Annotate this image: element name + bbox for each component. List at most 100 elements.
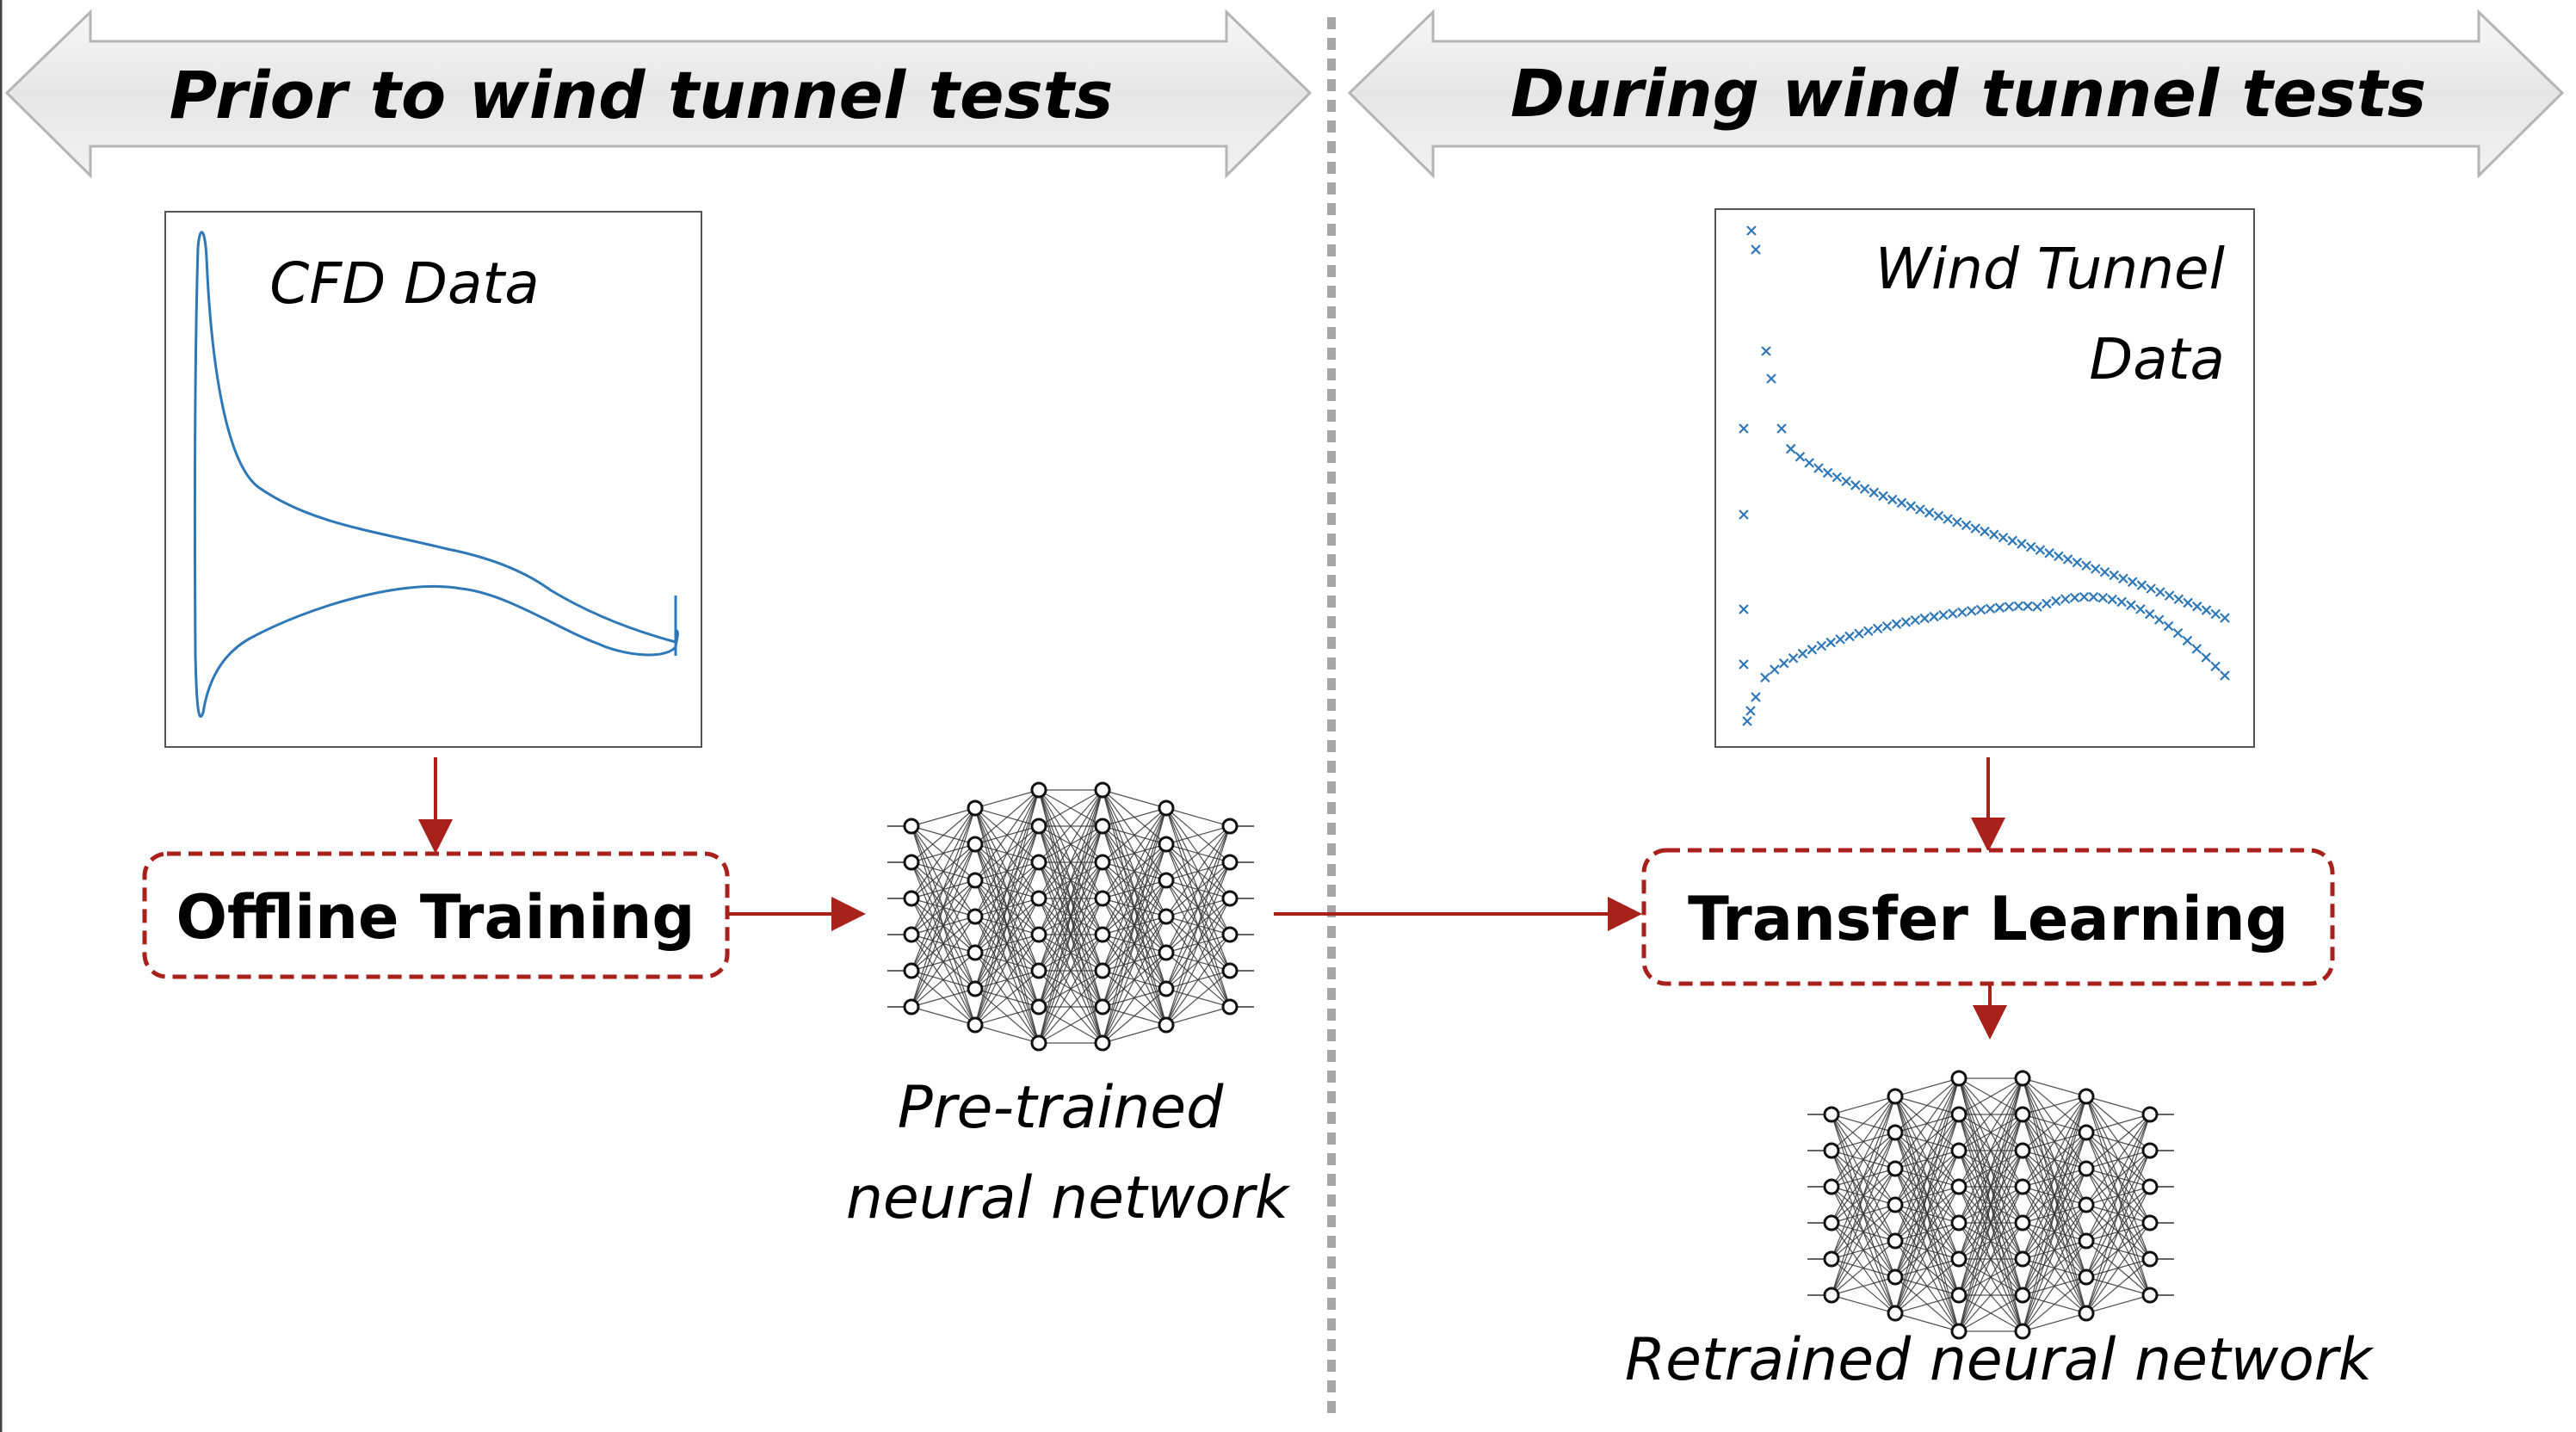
scatter-x-marker: [2220, 670, 2230, 681]
scatter-x-marker: [2109, 570, 2120, 581]
nn-edge: [2022, 1096, 2087, 1115]
nn-node: [1950, 1106, 1968, 1123]
nn-node: [1887, 1160, 1904, 1177]
banner-left: Prior to wind tunnel tests: [4, 9, 1313, 179]
nn-edge: [974, 898, 1040, 1026]
nn-node: [1094, 890, 1111, 907]
nn-node: [1030, 781, 1047, 799]
nn-node: [2078, 1088, 2095, 1105]
scatter-x-marker: [1863, 626, 1874, 636]
pretrained-caption-line2: neural network: [846, 1164, 1291, 1232]
nn-node: [2141, 1142, 2159, 1159]
scatter-x-marker: [2007, 535, 2018, 546]
nn-edge: [2022, 1276, 2087, 1332]
nn-node: [1030, 890, 1047, 907]
wind-tunnel-markers: [1739, 225, 2230, 726]
nn-edge: [1958, 1077, 2023, 1115]
nn-edge: [974, 789, 1040, 954]
scatter-x-marker: [2097, 592, 2109, 603]
scatter-x-marker: [1745, 706, 1756, 716]
scatter-x-marker: [2004, 602, 2015, 612]
nn-node: [1158, 872, 1175, 889]
nn-node: [1030, 854, 1047, 871]
nn-edge: [1165, 825, 1231, 954]
nn-node: [1158, 908, 1175, 925]
pretrained-caption-line1: Pre-trained: [898, 1074, 1224, 1142]
nn-edge: [974, 789, 1040, 845]
nn-edge: [1894, 1150, 1960, 1314]
nn-node: [1950, 1142, 1968, 1159]
nn-edge: [1102, 807, 1167, 1008]
nn-node: [1823, 1178, 1840, 1195]
nn-edge: [1102, 807, 1167, 935]
scatter-x-marker: [1785, 443, 1796, 454]
nn-node: [2014, 1250, 2031, 1268]
scatter-x-marker: [2153, 614, 2165, 625]
scatter-x-marker: [1760, 672, 1770, 683]
scatter-x-marker: [1929, 611, 1939, 622]
nn-node: [903, 998, 920, 1015]
nn-edge: [2085, 1096, 2151, 1115]
nn-edge: [1165, 934, 1231, 1026]
scatter-x-marker: [2146, 583, 2156, 594]
scatter-x-marker: [2107, 594, 2117, 605]
nn-node: [903, 818, 920, 835]
nn-node: [2078, 1124, 2095, 1141]
scatter-x-marker: [1872, 623, 1883, 634]
nn-node: [967, 872, 984, 889]
scatter-x-marker: [1900, 617, 1912, 627]
cfd-plot-frame: [164, 211, 702, 748]
scatter-x-marker: [1906, 501, 1916, 511]
nn-edge: [1831, 1096, 1896, 1224]
nn-node: [2078, 1196, 2095, 1213]
scatter-x-marker: [1739, 423, 1749, 434]
nn-edge: [911, 807, 976, 972]
nn-node: [903, 926, 920, 943]
scatter-x-marker: [1835, 634, 1845, 645]
scatter-x-marker: [2136, 580, 2147, 590]
scatter-x-marker: [1878, 491, 1888, 502]
nn-node: [1158, 1016, 1175, 1034]
scatter-x-marker: [1881, 620, 1893, 632]
wind-tunnel-data-panel: Wind Tunnel Data: [1714, 208, 2255, 748]
nn-edge: [1038, 1006, 1103, 1044]
scatter-x-marker: [2099, 566, 2110, 577]
wind-tunnel-label-line2: Data: [2089, 326, 2225, 392]
nn-node: [1823, 1214, 1840, 1231]
nn-edge: [1958, 1186, 2023, 1332]
nn-edge: [1831, 1132, 1896, 1296]
nn-node: [1823, 1250, 1840, 1268]
banner-right: During wind tunnel tests: [1347, 9, 2565, 179]
nn-edge: [2085, 1150, 2151, 1314]
scatter-x-marker: [1807, 645, 1818, 655]
nn-node: [2141, 1287, 2159, 1304]
nn-node: [1094, 854, 1111, 871]
scatter-x-marker: [1961, 520, 1972, 531]
scatter-x-marker: [1957, 607, 1968, 618]
scatter-x-marker: [1924, 507, 1935, 518]
nn-node: [2078, 1232, 2095, 1250]
nn-edge: [1102, 988, 1167, 1044]
nn-edge: [911, 880, 976, 1008]
scatter-x-marker: [1822, 467, 1833, 478]
nn-node: [2014, 1287, 2031, 1304]
nn-node: [1221, 854, 1239, 871]
nn-edge: [1958, 1294, 2023, 1332]
nn-edge: [2085, 1258, 2151, 1314]
scatter-x-marker: [1933, 510, 1944, 522]
nn-edge: [1102, 952, 1167, 1044]
scatter-x-marker: [2044, 547, 2054, 559]
nn-edge: [2022, 1132, 2087, 1332]
nn-node: [1094, 962, 1111, 979]
nn-edge: [974, 789, 1040, 1026]
nn-node: [1158, 836, 1175, 853]
scatter-x-marker: [2060, 594, 2071, 604]
nn-node: [1158, 980, 1175, 997]
scatter-x-marker: [2201, 605, 2212, 615]
nn-node: [1094, 926, 1111, 943]
nn-edge: [1038, 789, 1103, 972]
nn-edge: [1165, 825, 1231, 990]
nn-edge: [1102, 1024, 1167, 1044]
nn-edge: [1831, 1204, 1896, 1296]
